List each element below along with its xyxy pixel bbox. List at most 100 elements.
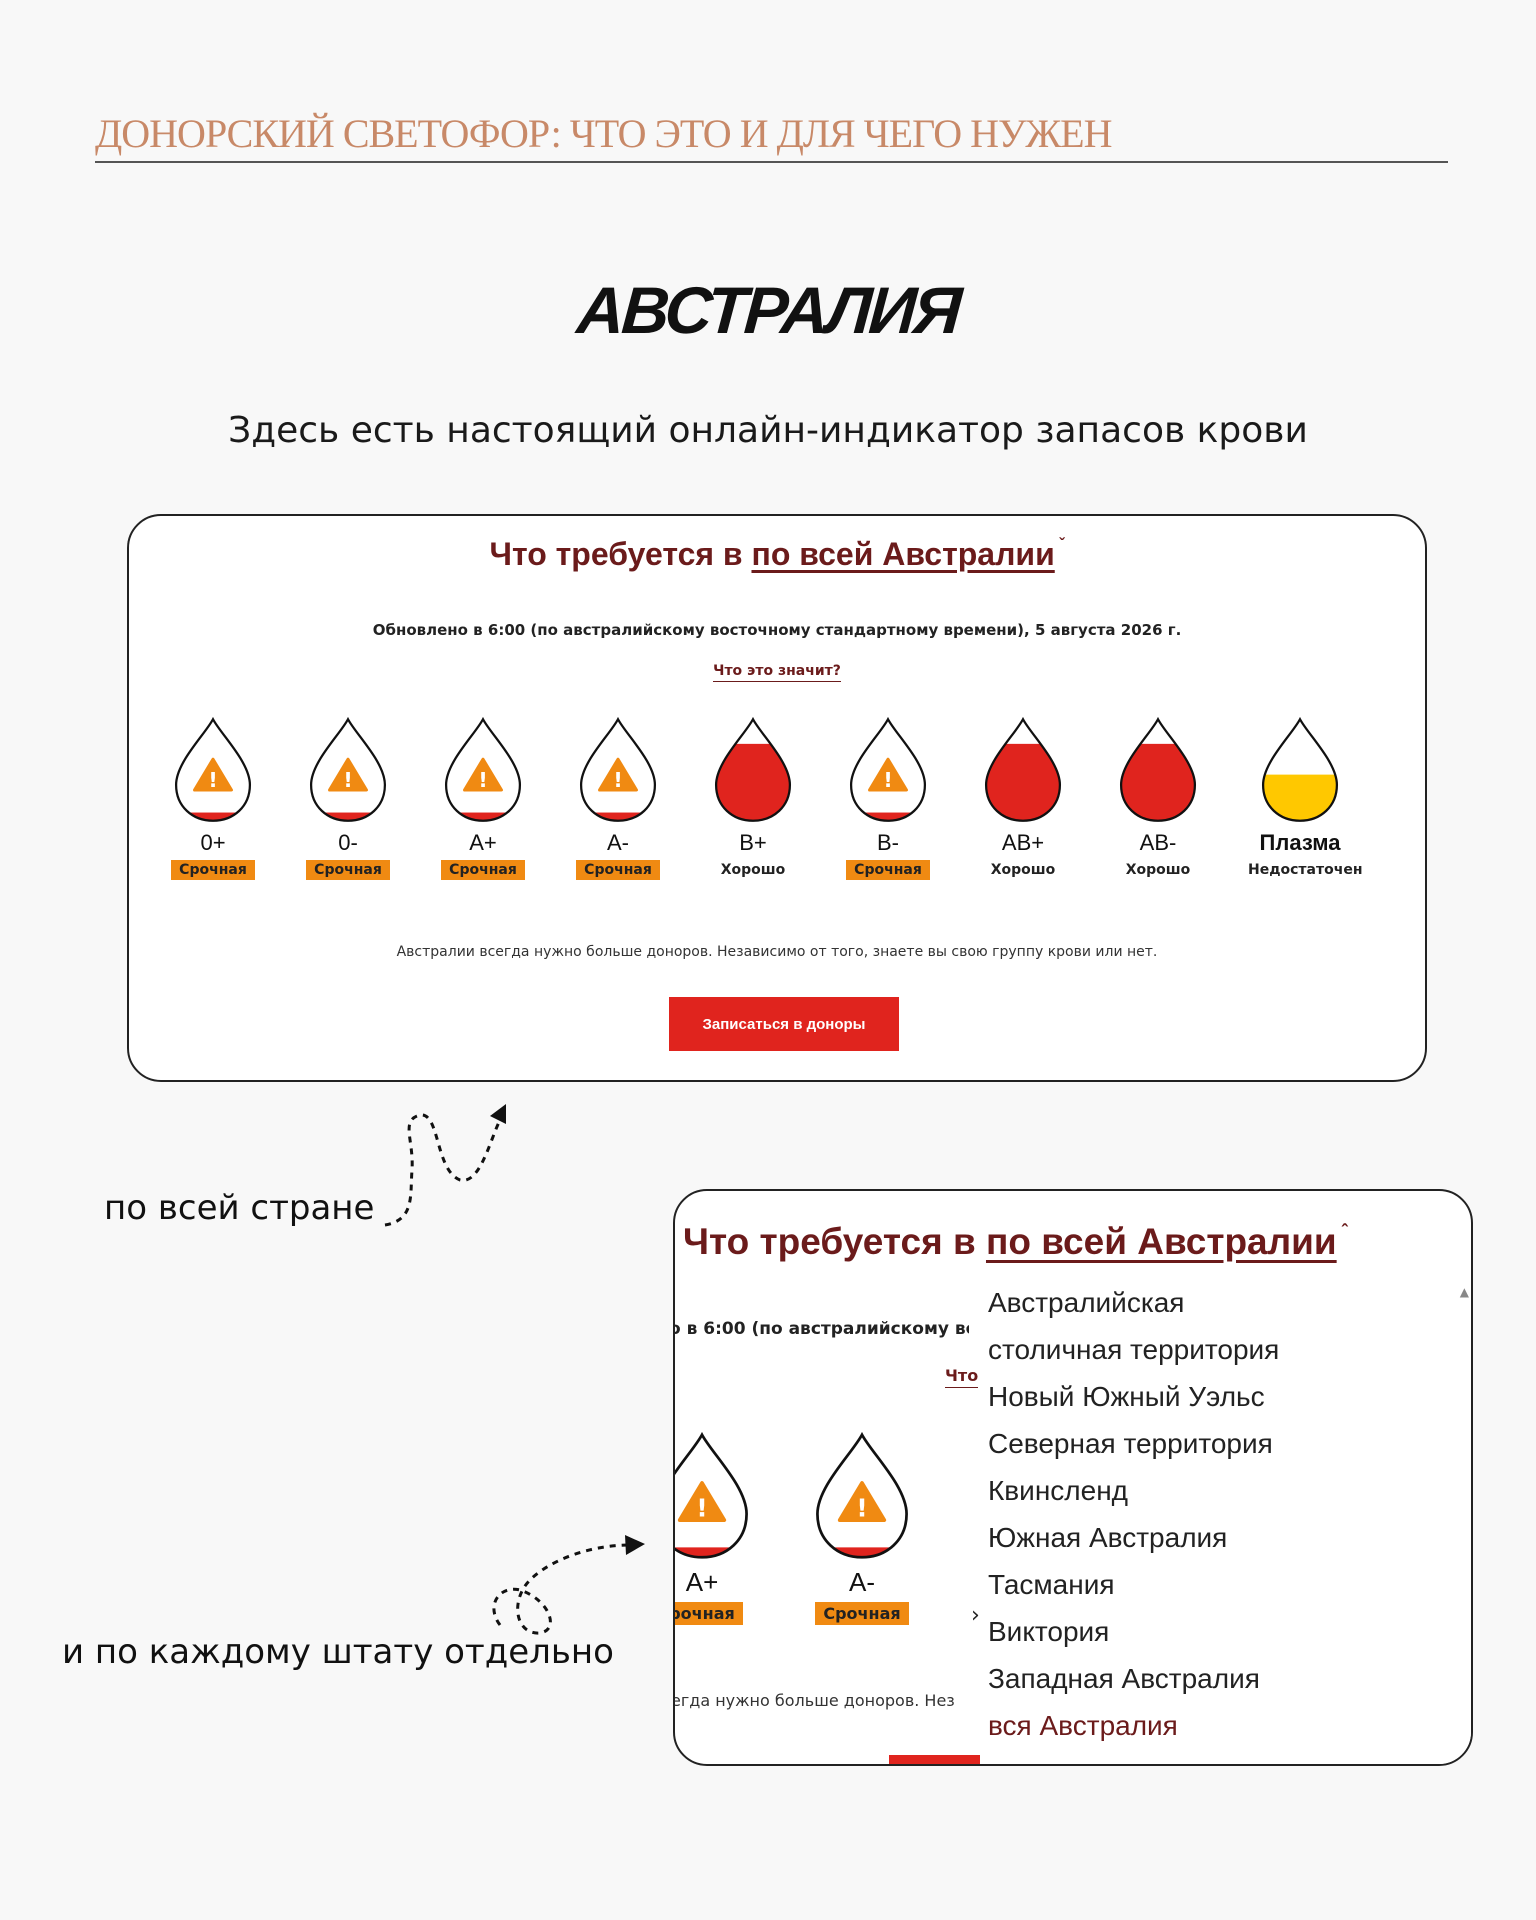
blood-drop-icon: !: [309, 716, 387, 822]
donor-note: Австралии всегда нужно больше доноров. Н…: [396, 944, 1158, 960]
blood-type-label: AB-: [1139, 830, 1177, 855]
caption-country: по всей стране: [104, 1188, 375, 1228]
blood-type-label: A-: [849, 1567, 875, 1597]
zoom-blood-type-item: ! A- Срочная: [797, 1431, 927, 1625]
drop-outline: [174, 716, 252, 822]
header-divider: [95, 161, 1448, 163]
exclamation-icon: !: [343, 768, 352, 792]
zoom-cta-fragment[interactable]: [889, 1755, 981, 1764]
exclamation-icon: !: [478, 768, 487, 792]
blood-type-item: B+Хорошо: [693, 716, 813, 880]
exclamation-icon: !: [696, 1493, 707, 1522]
drop-outline: [579, 716, 657, 822]
warning-icon: [868, 757, 908, 792]
status-badge: Хорошо: [990, 862, 1056, 878]
blood-drop-icon: !: [816, 1431, 908, 1559]
blood-drop-icon: !: [444, 716, 522, 822]
drop-outline: [1261, 716, 1339, 822]
drop-fill: [986, 743, 1060, 821]
drop-fill: [817, 1547, 907, 1558]
zoom-heading: Что требуется в по всей Австралии ˆ: [683, 1221, 1348, 1263]
state-option[interactable]: Австралийская столичная территория: [988, 1287, 1280, 1365]
blood-drop-icon: [984, 716, 1062, 822]
chevron-down-icon[interactable]: ˇ: [1054, 536, 1065, 553]
exclamation-icon: !: [856, 1493, 867, 1522]
drop-fill: [675, 1547, 747, 1558]
status-badge: Срочная: [815, 1602, 909, 1625]
arrow-to-state-icon: [492, 1535, 645, 1635]
state-option[interactable]: Южная Австралия: [988, 1522, 1228, 1553]
state-option[interactable]: Новый Южный Уэльс: [988, 1381, 1265, 1412]
blood-drop-icon: !: [849, 716, 927, 822]
drop-outline: [816, 1431, 908, 1559]
state-option[interactable]: Виктория: [988, 1616, 1110, 1647]
warning-icon: [463, 757, 503, 792]
zoom-blood-type-item: ! A+ рочная: [675, 1431, 767, 1625]
exclamation-icon: !: [883, 768, 892, 792]
state-option[interactable]: Тасмания: [988, 1569, 1115, 1600]
state-option[interactable]: Северная территория: [988, 1428, 1273, 1459]
blood-type-label: 0+: [200, 830, 226, 855]
subtitle: Здесь есть настоящий онлайн-индикатор за…: [228, 410, 1308, 451]
drop-fill: [446, 812, 520, 821]
zoom-heading-prefix: Что требуется в: [683, 1221, 976, 1262]
drop-outline: [1119, 716, 1197, 822]
warning-icon: [837, 1481, 887, 1522]
blood-type-row: !0+Срочная!0-Срочная!A+Срочная!A-Срочная…: [129, 716, 1425, 916]
blood-type-item: !0-Срочная: [288, 716, 408, 880]
zoom-what-link[interactable]: Что: [945, 1366, 979, 1388]
blood-type-item: AB+ Хорошо: [963, 716, 1083, 880]
widget-heading: Что требуется в по всей Австралии ˇ: [129, 536, 1425, 573]
blood-type-item: AB- Хорошо: [1098, 716, 1218, 880]
status-badge: Срочная: [846, 860, 930, 880]
zoom-region-selector[interactable]: по всей Австралии: [985, 1221, 1337, 1262]
status-badge: Срочная: [576, 860, 660, 880]
page-header-title: ДОНОРСКИЙ СВЕТОФОР: ЧТО ЭТО И ДЛЯ ЧЕГО Н…: [95, 111, 1112, 156]
state-option[interactable]: вся Австралия: [988, 1710, 1178, 1741]
drop-outline: [444, 716, 522, 822]
state-selector-zoom: Что требуется в по всей Австралии ˆ о в …: [673, 1189, 1473, 1766]
drop-outline: [849, 716, 927, 822]
region-selector[interactable]: по всей Австралии: [751, 536, 1055, 572]
drop-fill: [851, 812, 925, 821]
state-option[interactable]: Западная Австралия: [988, 1663, 1260, 1694]
drop-fill: [176, 812, 250, 821]
status-badge: Срочная: [306, 860, 390, 880]
blood-type-item: ! B- Срочная: [828, 716, 948, 880]
register-donor-button[interactable]: Записаться в доноры: [669, 997, 899, 1051]
drop-fill: [1121, 743, 1195, 821]
blood-type-label: A+: [685, 1567, 719, 1597]
blood-type-label: B+: [739, 830, 767, 855]
zoom-blood-type-row: ! A+ рочная! A- Срочная: [675, 1431, 985, 1631]
drop-fill: [581, 812, 655, 821]
status-badge: Хорошо: [1125, 862, 1191, 878]
scroll-up-icon[interactable]: ▲: [1459, 1285, 1469, 1299]
status-badge: рочная: [675, 1602, 743, 1625]
blood-drop-icon: [1119, 716, 1197, 822]
blood-type-label: Плазма: [1259, 830, 1341, 855]
drop-outline: [984, 716, 1062, 822]
blood-type-label: A+: [469, 830, 497, 855]
blood-drop-icon: !: [675, 1431, 748, 1559]
drop-outline: [675, 1431, 748, 1559]
blood-drop-icon: !: [579, 716, 657, 822]
warning-icon: [328, 757, 368, 792]
blood-type-item: !A+Срочная: [423, 716, 543, 880]
warning-icon: [598, 757, 638, 792]
arrow-to-country-icon: [384, 1104, 506, 1227]
blood-type-label: A-: [607, 830, 629, 855]
blood-drop-icon: [714, 716, 792, 822]
state-option[interactable]: Квинсленд: [988, 1475, 1128, 1506]
blood-drop-icon: [1261, 716, 1339, 822]
blood-type-label: AB+: [1001, 830, 1045, 855]
what-it-means-link[interactable]: Что это значит?: [713, 663, 841, 682]
drop-fill: [311, 812, 385, 821]
exclamation-icon: !: [208, 768, 217, 792]
drop-outline: [714, 716, 792, 822]
chevron-up-icon[interactable]: ˆ: [1336, 1221, 1348, 1241]
blood-type-label: B-: [877, 830, 899, 855]
drop-outline: [309, 716, 387, 822]
